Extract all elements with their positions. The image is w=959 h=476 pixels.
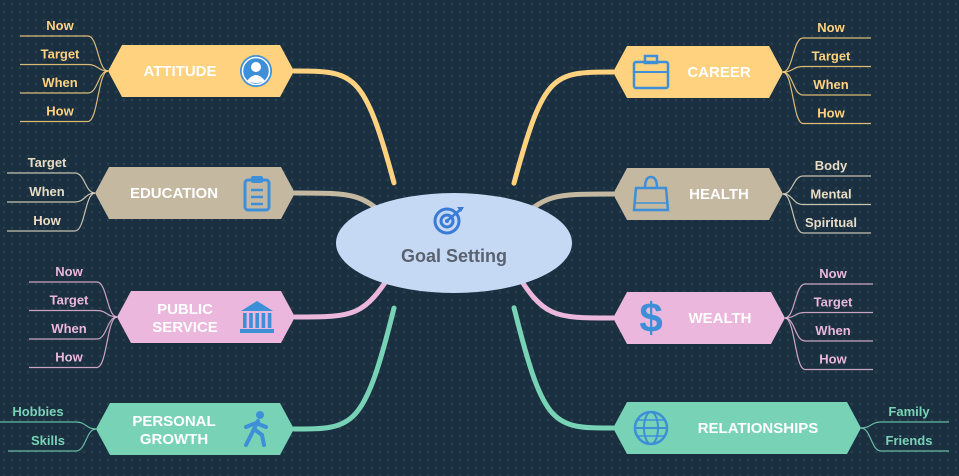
leaf-education-target[interactable]: Target <box>28 155 67 170</box>
leaf-health-mental[interactable]: Mental <box>810 187 851 202</box>
user-icon <box>240 55 272 87</box>
leaf-line <box>782 71 871 125</box>
branch-label: SERVICE <box>152 319 218 336</box>
leaf-line <box>784 317 873 371</box>
branch-shape <box>613 292 785 344</box>
branch-label: RELATIONSHIPS <box>698 420 819 437</box>
leaf-public-service-target[interactable]: Target <box>50 293 89 308</box>
leaf-line <box>782 65 871 73</box>
leaf-line <box>29 316 118 369</box>
center-ellipse <box>336 193 572 293</box>
center-node[interactable]: Goal Setting <box>336 193 572 293</box>
leaf-education-when[interactable]: When <box>29 184 64 199</box>
dollar-icon: $ <box>639 294 662 341</box>
svg-text:$: $ <box>639 294 662 341</box>
leaf-health-body[interactable]: Body <box>815 158 848 173</box>
leaf-line <box>0 421 97 430</box>
leaf-public-service-how[interactable]: How <box>55 350 83 365</box>
leaf-line <box>8 428 97 452</box>
target-icon <box>433 207 464 235</box>
branch-label: WEALTH <box>688 310 751 327</box>
leaf-wealth-when[interactable]: When <box>815 323 850 338</box>
branch-label: GROWTH <box>140 431 208 448</box>
leaf-line <box>7 192 96 203</box>
branch-label: PERSONAL <box>132 413 215 430</box>
leaf-line <box>860 427 949 452</box>
leaf-line <box>860 421 949 429</box>
leaf-line <box>29 309 118 318</box>
connector-attitude <box>291 68 397 186</box>
briefcase-icon <box>632 54 670 90</box>
leaf-line <box>782 193 871 206</box>
leaf-career-now[interactable]: Now <box>817 20 845 35</box>
bank-icon <box>240 301 274 333</box>
leaf-line <box>20 35 109 72</box>
leaf-line <box>782 193 871 234</box>
leaf-line <box>7 192 96 232</box>
bag-icon <box>632 175 670 212</box>
leaf-line <box>29 281 118 318</box>
connector-relationships <box>511 305 616 431</box>
leaf-relationships-friends[interactable]: Friends <box>886 433 933 448</box>
branch-nodes: ATTITUDENowTargetWhenHowEDUCATIONTargetW… <box>12 18 932 455</box>
leaf-relationships-family[interactable]: Family <box>888 404 930 419</box>
leaf-education-how[interactable]: How <box>33 213 61 228</box>
branch-label: EDUCATION <box>130 185 218 202</box>
leaf-attitude-target[interactable]: Target <box>41 47 80 62</box>
leaf-line <box>7 172 96 194</box>
branch-shape <box>96 403 294 455</box>
branch-label: PUBLIC <box>157 301 213 318</box>
leaf-attitude-now[interactable]: Now <box>46 18 74 33</box>
leaf-line <box>20 70 109 123</box>
leaf-lines <box>0 35 949 452</box>
leaf-attitude-how[interactable]: How <box>46 104 74 119</box>
walker-icon <box>244 411 268 447</box>
leaf-career-how[interactable]: How <box>817 106 845 121</box>
clipboard-icon <box>243 176 271 212</box>
leaf-public-service-when[interactable]: When <box>51 321 86 336</box>
center-title: Goal Setting <box>401 246 507 266</box>
connector-personal-growth <box>291 305 397 432</box>
leaf-line <box>20 63 109 72</box>
branch-shape <box>613 46 783 98</box>
leaf-attitude-when[interactable]: When <box>42 75 77 90</box>
branch-label: ATTITUDE <box>143 63 216 80</box>
leaf-wealth-target[interactable]: Target <box>814 295 853 310</box>
leaf-career-target[interactable]: Target <box>812 49 851 64</box>
connector-career <box>511 69 616 186</box>
leaf-wealth-now[interactable]: Now <box>819 266 847 281</box>
leaf-personal-growth-hobbies[interactable]: Hobbies <box>12 404 63 419</box>
leaf-line <box>782 175 871 195</box>
connector-wealth <box>511 266 616 321</box>
leaf-health-spiritual[interactable]: Spiritual <box>805 215 857 230</box>
leaf-line <box>784 283 873 319</box>
leaf-wealth-how[interactable]: How <box>819 352 847 367</box>
leaf-line <box>782 37 871 73</box>
leaf-line <box>784 311 873 319</box>
leaf-career-when[interactable]: When <box>813 77 848 92</box>
branch-label: CAREER <box>687 64 751 81</box>
leaf-personal-growth-skills[interactable]: Skills <box>31 433 65 448</box>
leaf-public-service-now[interactable]: Now <box>55 264 83 279</box>
branch-label: HEALTH <box>689 186 749 203</box>
branch-shape <box>613 402 861 454</box>
globe-icon <box>633 410 669 446</box>
